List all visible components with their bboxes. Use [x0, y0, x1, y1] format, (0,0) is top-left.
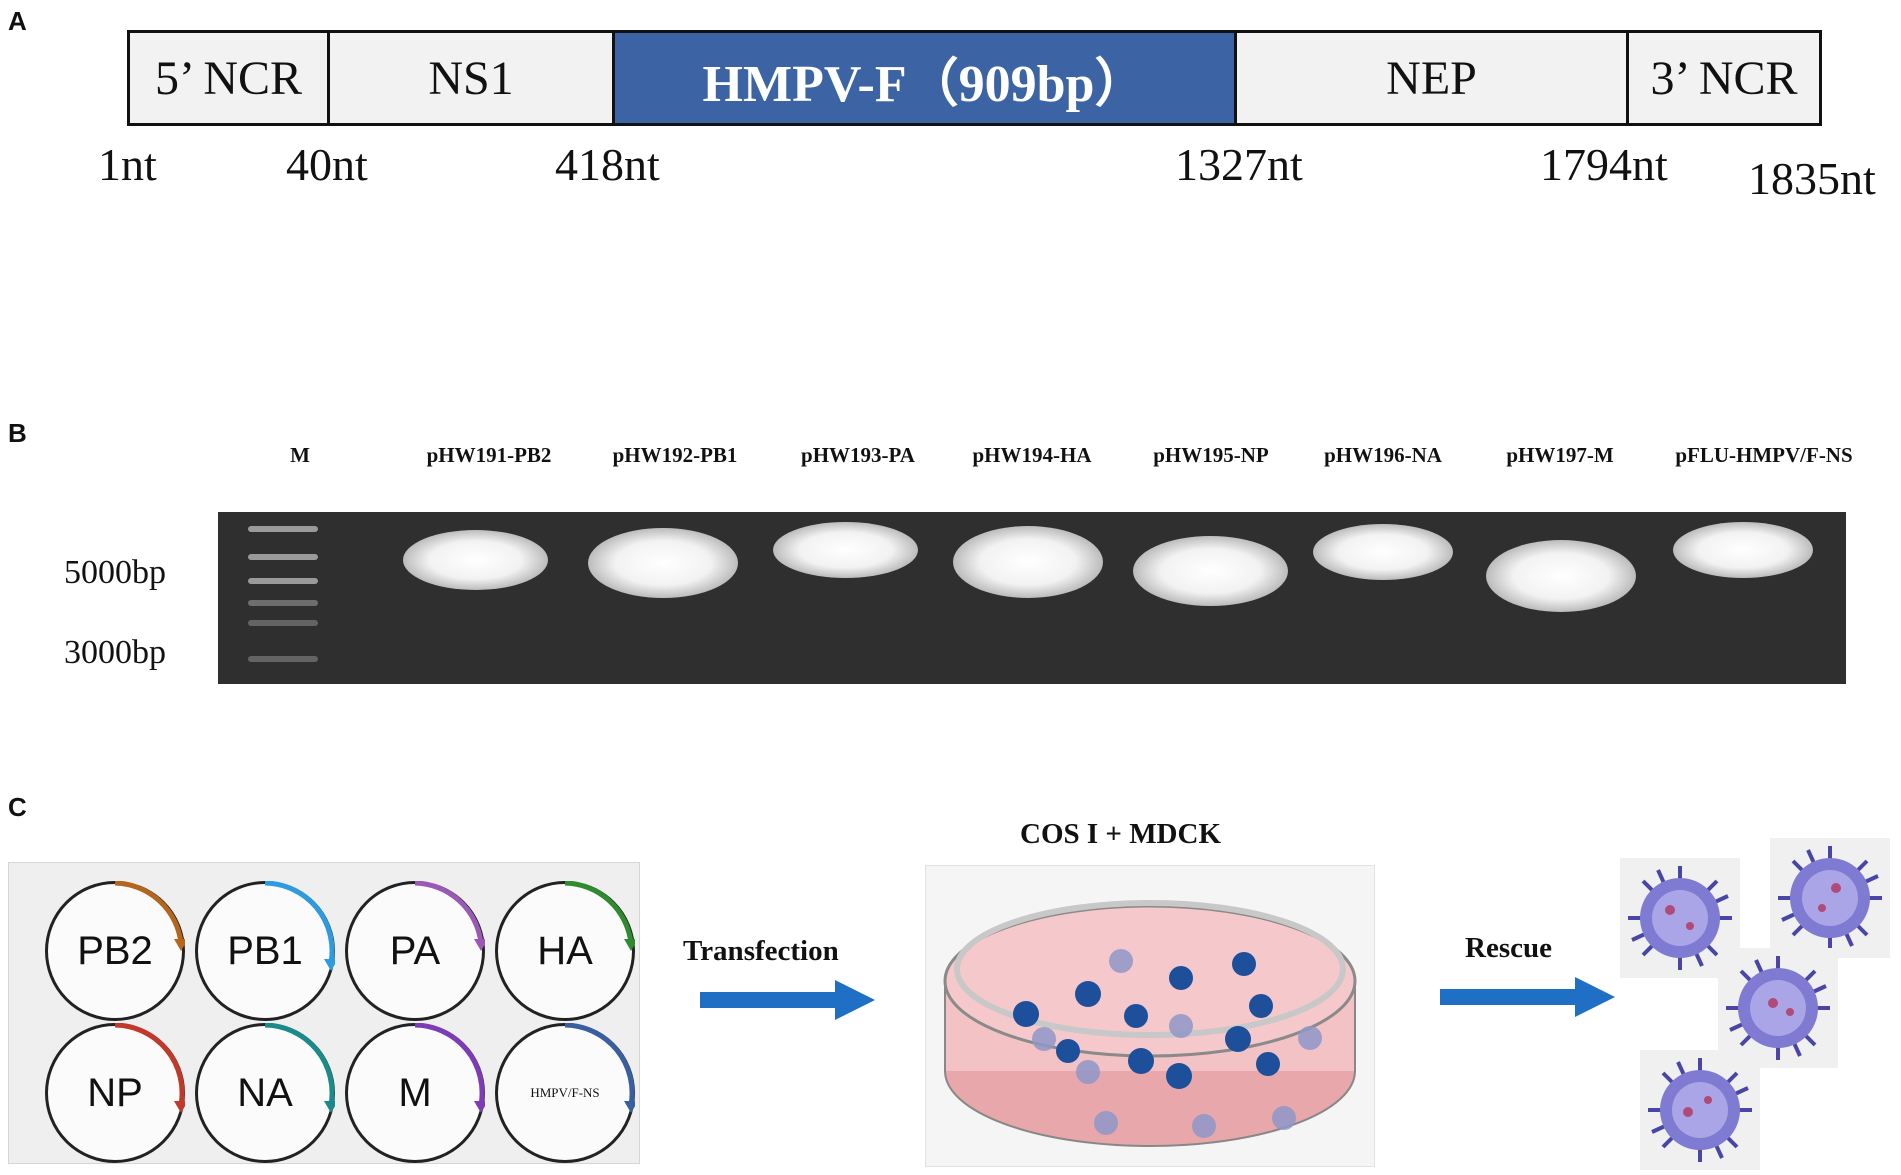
panel-label-a: A — [8, 6, 27, 36]
lane-label: pHW196-NA — [1324, 443, 1442, 467]
lane-label: pHW195-NP — [1153, 443, 1269, 467]
gel-band-pa — [773, 522, 918, 578]
ladder-band — [248, 526, 318, 532]
segment-5-ncr: 5’ NCR — [130, 33, 330, 123]
ladder-band — [248, 554, 318, 560]
panel-label-b: B — [8, 418, 27, 448]
lane-label: pFLU-HMPV/F-NS — [1675, 443, 1853, 467]
plasmid-label: PA — [389, 928, 441, 973]
arc-icon — [414, 1023, 485, 1113]
plasmid-set: PB2 PB1 PA HA NP NA M HMPV/F-NS — [8, 862, 640, 1164]
position-label: 1nt — [98, 139, 157, 190]
segment-3-ncr: 3’ NCR — [1629, 33, 1819, 123]
lane-label: pHW192-PB1 — [612, 443, 738, 467]
gel-band-na — [1313, 524, 1453, 580]
arc-icon — [564, 881, 635, 951]
gel-band-pb1 — [588, 528, 738, 598]
gel-band-ha — [953, 526, 1103, 598]
agarose-gel — [218, 512, 1846, 684]
segment-hmpv-f: HMPV-F（909bp） — [615, 33, 1237, 123]
gel-band-m — [1486, 540, 1636, 612]
size-marker-3000: 3000bp — [64, 634, 166, 671]
cell-lines-label: COS I + MDCK — [1020, 818, 1222, 850]
plasmid-np: NP — [45, 1023, 185, 1163]
plasmid-label: HMPV/F-NS — [530, 1085, 600, 1100]
ladder-band — [248, 656, 318, 662]
plasmid-pb2: PB2 — [45, 881, 185, 1021]
size-marker-5000: 5000bp — [64, 554, 166, 591]
plasmid-m: M — [345, 1023, 485, 1163]
arrow-right-icon — [700, 980, 875, 1020]
plasmid-pa: PA — [345, 881, 485, 1021]
gel-band-np — [1133, 536, 1288, 606]
plasmid-pb1: PB1 — [195, 881, 335, 1021]
position-label: 1794nt — [1540, 139, 1668, 190]
arc-icon — [264, 881, 335, 971]
ladder-band — [248, 600, 318, 606]
lane-label: pHW194-HA — [972, 443, 1092, 467]
position-label: 40nt — [286, 139, 368, 190]
petri-dish-icon — [943, 900, 1357, 1147]
arc-icon — [564, 1023, 635, 1113]
position-label: 1835nt — [1748, 153, 1876, 204]
position-label: 1327nt — [1175, 139, 1303, 190]
arc-icon — [264, 1023, 335, 1113]
transfection-label: Transfection — [683, 935, 839, 967]
panel-label-c: C — [8, 792, 27, 822]
virus-particle-icon — [1718, 948, 1838, 1068]
arrow-right-icon — [1440, 977, 1615, 1017]
lane-label: pHW191-PB2 — [426, 443, 552, 467]
lane-label: pHW193-PA — [801, 443, 915, 467]
plasmid-label: PB1 — [227, 928, 303, 973]
plasmid-label: M — [398, 1070, 432, 1115]
gel-band-pb2 — [403, 530, 548, 590]
lane-label-marker: M — [290, 443, 310, 467]
plasmid-hmpv-f-ns: HMPV/F-NS — [495, 1023, 635, 1163]
lane-label: pHW197-M — [1506, 443, 1614, 467]
plasmid-na: NA — [195, 1023, 335, 1163]
position-label: 418nt — [555, 139, 660, 190]
arc-icon — [414, 881, 485, 951]
arc-icon — [114, 1023, 185, 1113]
segment-ns1: NS1 — [330, 33, 615, 123]
plasmid-label: NA — [237, 1070, 293, 1115]
culture-dish-panel — [925, 865, 1375, 1167]
plasmid-label: PB2 — [77, 928, 153, 973]
virus-particle-icon — [1640, 1050, 1760, 1170]
segment-nep: NEP — [1237, 33, 1629, 123]
arc-icon — [114, 881, 185, 951]
plasmid-label: HA — [537, 928, 593, 973]
ladder-band — [248, 578, 318, 584]
ladder-band — [248, 620, 318, 626]
gel-band-hmpv-f-ns — [1673, 522, 1813, 578]
virus-particle-icon — [1770, 838, 1890, 958]
plasmid-ha: HA — [495, 881, 635, 1021]
rescue-label: Rescue — [1465, 932, 1552, 964]
genome-segment-map: 5’ NCR NS1 HMPV-F（909bp） NEP 3’ NCR — [127, 30, 1822, 126]
plasmid-label: NP — [87, 1070, 143, 1115]
